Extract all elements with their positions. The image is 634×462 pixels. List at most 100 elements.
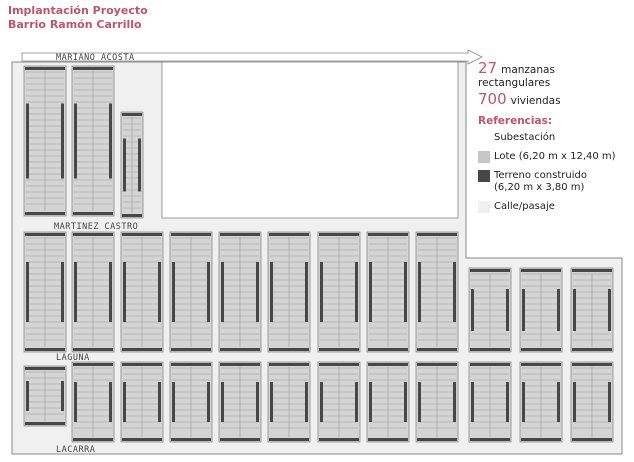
block-16-strip-bottom <box>25 422 65 425</box>
block-25-wall-right <box>506 382 509 422</box>
block-5-wall-right <box>109 262 112 322</box>
block-20-strip-top <box>220 363 260 366</box>
block-24-strip-bottom <box>417 438 457 441</box>
block-17-strip-bottom <box>73 438 113 441</box>
viviendas-count: 700 <box>478 90 507 108</box>
block-22-strip-top <box>319 363 359 366</box>
page-title: Implantación Proyecto Barrio Ramón Carri… <box>8 4 148 32</box>
block-19-wall-left <box>172 382 175 422</box>
block-2-wall-right <box>109 103 112 179</box>
manzanas-label-2: rectangulares <box>478 77 551 89</box>
block-12-wall-left <box>418 262 421 322</box>
block-1-wall-right <box>61 103 64 179</box>
manzanas-count: 27 <box>478 59 498 77</box>
block-24-strip-top <box>417 363 457 366</box>
block-13-strip-bottom <box>470 348 510 351</box>
legend-item-lote: Lote (6,20 m x 12,40 m) <box>478 151 630 163</box>
block-7-strip-bottom <box>171 348 211 351</box>
block-20-strip-bottom <box>220 438 260 441</box>
manzanas-label: manzanas <box>501 64 555 76</box>
legend-label-terreno-2: (6,20 m x 3,80 m) <box>494 182 585 193</box>
block-12-strip-top <box>417 233 457 236</box>
block-15-wall-left <box>573 289 576 331</box>
block-16-wall-right <box>61 381 64 411</box>
block-27-strip-bottom <box>572 438 612 441</box>
swatch-terreno <box>478 170 490 182</box>
block-26-wall-left <box>522 382 525 422</box>
legend-label-calle: Calle/pasaje <box>494 201 555 212</box>
swatch-calle <box>478 201 490 213</box>
blocks-layer <box>23 65 614 443</box>
legend-item-subestacion: Subestación <box>478 132 630 144</box>
block-5-strip-bottom <box>73 348 113 351</box>
block-27-strip-top <box>572 363 612 366</box>
block-2-strip-bottom <box>73 212 113 215</box>
block-17-wall-right <box>109 382 112 422</box>
block-16-wall-left <box>26 381 29 411</box>
block-14-wall-right <box>557 289 560 331</box>
block-24-wall-left <box>418 382 421 422</box>
swatch-subestacion <box>478 132 490 144</box>
block-22-wall-left <box>320 382 323 422</box>
block-27-wall-left <box>573 382 576 422</box>
legend-label-terreno-1: Terreno construido <box>494 170 587 181</box>
legend-title: Referencias: <box>478 115 553 127</box>
street-label-lacarra: LACARRA <box>56 445 95 455</box>
legend-label-lote: Lote (6,20 m x 12,40 m) <box>494 151 616 162</box>
block-27-wall-right <box>608 382 611 422</box>
block-23-strip-bottom <box>368 438 408 441</box>
block-4-strip-bottom <box>25 348 65 351</box>
block-14-strip-bottom <box>521 348 561 351</box>
block-3-wall-left <box>123 138 126 192</box>
block-20-wall-left <box>221 382 224 422</box>
block-8-wall-right <box>256 262 259 322</box>
block-25-strip-top <box>470 363 510 366</box>
block-10-strip-bottom <box>319 348 359 351</box>
block-13-wall-right <box>506 289 509 331</box>
title-line-2: Barrio Ramón Carrillo <box>8 18 142 31</box>
block-13-wall-left <box>471 289 474 331</box>
legend-panel: 27 manzanas rectangulares 700 viviendas … <box>478 59 630 220</box>
block-18-strip-top <box>122 363 162 366</box>
block-3-strip-top <box>122 113 142 116</box>
block-23-wall-right <box>404 382 407 422</box>
block-22-strip-bottom <box>319 438 359 441</box>
title-line-1: Implantación Proyecto <box>8 4 148 17</box>
block-16-strip-top <box>25 367 65 370</box>
block-23-strip-top <box>368 363 408 366</box>
block-19-wall-right <box>207 382 210 422</box>
block-8-strip-top <box>220 233 260 236</box>
block-22-wall-right <box>355 382 358 422</box>
block-6-wall-left <box>123 262 126 322</box>
block-7-wall-right <box>207 262 210 322</box>
block-1-wall-left <box>26 103 29 179</box>
block-25-wall-left <box>471 382 474 422</box>
block-26-strip-bottom <box>521 438 561 441</box>
block-2-strip-top <box>73 67 113 70</box>
block-15-strip-bottom <box>572 348 612 351</box>
block-9-strip-top <box>269 233 309 236</box>
stat-viviendas: 700 viviendas <box>478 90 630 108</box>
swatch-lote <box>478 151 490 163</box>
block-9-wall-left <box>270 262 273 322</box>
block-23-wall-left <box>369 382 372 422</box>
block-21-strip-top <box>269 363 309 366</box>
block-15-strip-top <box>572 269 612 272</box>
block-12-wall-right <box>453 262 456 322</box>
street-label-martinez-castro: MARTINEZ CASTRO <box>54 222 138 232</box>
block-26-wall-right <box>557 382 560 422</box>
block-6-strip-bottom <box>122 348 162 351</box>
block-21-wall-left <box>270 382 273 422</box>
block-3-wall-right <box>138 138 141 192</box>
block-11-strip-bottom <box>368 348 408 351</box>
block-6-wall-right <box>158 262 161 322</box>
block-19-strip-bottom <box>171 438 211 441</box>
block-21-strip-bottom <box>269 438 309 441</box>
block-18-wall-right <box>158 382 161 422</box>
block-21-wall-right <box>305 382 308 422</box>
block-6-strip-top <box>122 233 162 236</box>
block-10-wall-right <box>355 262 358 322</box>
block-7-wall-left <box>172 262 175 322</box>
block-19-strip-top <box>171 363 211 366</box>
